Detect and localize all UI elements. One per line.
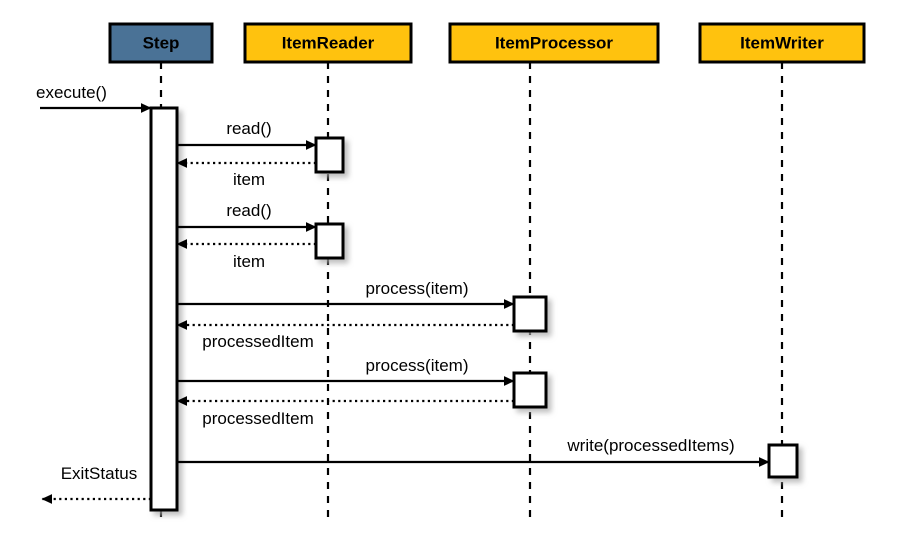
message-msg-write: write(processedItems) — [177, 436, 770, 467]
message-msg-read-1: read() — [177, 119, 317, 150]
message-label: write(processedItems) — [566, 436, 734, 455]
participant-label: Step — [143, 33, 180, 52]
message-label: process(item) — [366, 279, 469, 298]
message-msg-processeditem-1: processedItem — [176, 320, 514, 351]
participant-header-itemreader[interactable]: ItemReader — [243, 22, 413, 64]
participant-header-step[interactable]: Step — [108, 22, 214, 64]
participant-headers-layer: Step ItemReader ItemProcessor ItemWriter — [108, 22, 866, 64]
activation-bar-itemprocessor — [512, 295, 548, 333]
participant-box[interactable] — [698, 22, 866, 64]
message-msg-read-2: read() — [177, 201, 317, 232]
message-msg-process-1: process(item) — [177, 279, 515, 309]
participant-box[interactable] — [108, 22, 214, 64]
participant-label: ItemWriter — [740, 33, 824, 52]
activation-bar-itemreader — [314, 222, 345, 260]
participant-header-itemprocessor[interactable]: ItemProcessor — [448, 22, 660, 64]
message-label: item — [233, 170, 265, 189]
activations-layer — [149, 106, 799, 512]
message-msg-execute: execute() — [36, 83, 152, 113]
activation-bar-itemreader — [314, 136, 345, 174]
participant-label: ItemReader — [282, 33, 375, 52]
message-label: read() — [226, 119, 271, 138]
activation-bar-itemwriter — [767, 443, 799, 479]
message-label: ExitStatus — [61, 464, 138, 483]
activation-bar-step — [149, 106, 179, 512]
messages-layer: execute() read() item read() item process(ite… — [36, 83, 770, 504]
message-msg-item-2: item — [176, 239, 316, 271]
message-label: processedItem — [202, 332, 314, 351]
message-label: processedItem — [202, 409, 314, 428]
participant-box[interactable] — [243, 22, 413, 64]
message-label: read() — [226, 201, 271, 220]
message-msg-exitstatus: ExitStatus — [41, 464, 151, 504]
message-msg-process-2: process(item) — [177, 356, 515, 386]
participant-label: ItemProcessor — [495, 33, 613, 52]
activation-bar-itemprocessor — [512, 371, 548, 409]
message-msg-item-1: item — [176, 158, 316, 189]
message-label: item — [233, 252, 265, 271]
participant-box[interactable] — [448, 22, 660, 64]
message-label: execute() — [36, 83, 107, 102]
message-msg-processeditem-2: processedItem — [176, 396, 514, 428]
participant-header-itemwriter[interactable]: ItemWriter — [698, 22, 866, 64]
message-label: process(item) — [366, 356, 469, 375]
